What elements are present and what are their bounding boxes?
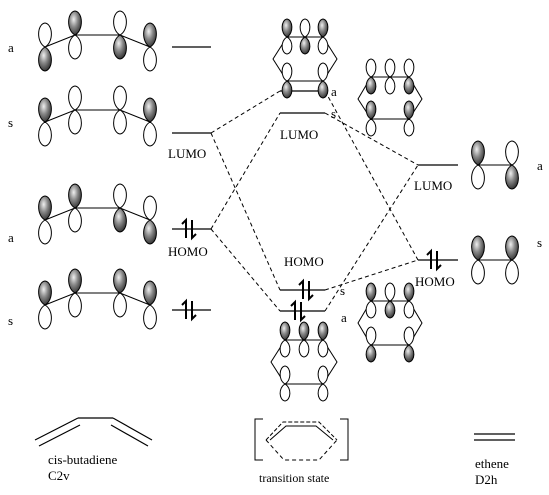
cis-butadiene-structure	[34, 417, 153, 447]
sym-label-ts-up-0: a	[331, 84, 337, 99]
electron-pair-ethene-homo	[426, 248, 442, 272]
ethene-structure	[474, 433, 515, 441]
label-butadiene-homo: HOMO	[168, 244, 208, 259]
caption-butadiene-group: C2v	[48, 468, 70, 483]
ts-orbital-top	[272, 18, 338, 99]
label-ts-lumo: LUMO	[280, 127, 318, 142]
sym-label-ts-lo-0: s	[340, 283, 345, 298]
sym-label-bd-2: a	[8, 230, 14, 245]
sym-label-et-1: s	[537, 235, 542, 250]
correlation-lines	[210, 90, 419, 312]
ts-orbital-upper-right	[357, 58, 423, 137]
p-orbitals	[38, 10, 157, 72]
butadiene-orbital-a-homo	[38, 183, 157, 245]
caption-ts: transition state	[259, 471, 329, 485]
butadiene-orbital-s-bottom	[38, 268, 157, 330]
label-ts-homo: HOMO	[284, 254, 324, 269]
sym-label-bd-3: s	[8, 313, 13, 328]
sym-label-ts-up-1: s	[331, 106, 336, 121]
label-ethene-lumo: LUMO	[414, 178, 452, 193]
sym-label-et-0: a	[537, 158, 543, 173]
label-butadiene-lumo: LUMO	[168, 146, 206, 161]
electron-pair-ts-lower	[290, 299, 306, 323]
caption-ethene-group: D2h	[475, 472, 498, 487]
butadiene-orbital-a-top	[38, 10, 157, 72]
sym-label-ts-lo-1: a	[341, 310, 347, 325]
electron-pair-butadiene-homo	[181, 217, 197, 241]
transition-state-structure	[254, 418, 349, 461]
label-ethene-homo: HOMO	[415, 274, 455, 289]
corr-bd-lumo-ts-upper	[210, 90, 281, 134]
sym-label-bd-0: a	[8, 40, 14, 55]
ethene-orbital-a	[471, 140, 519, 190]
electron-pair-ts-homo	[298, 278, 314, 302]
electron-pair-butadiene-psi1	[181, 298, 197, 322]
sym-label-bd-1: s	[8, 115, 13, 130]
caption-butadiene-name: cis-butadiene	[48, 452, 118, 467]
caption-ethene-name: ethene	[475, 456, 509, 471]
ethene-orbital-s	[471, 235, 519, 285]
ts-orbital-bottom	[270, 321, 338, 402]
ts-orbital-lower-right	[357, 282, 423, 363]
butadiene-orbital-s-lumo	[38, 85, 157, 147]
